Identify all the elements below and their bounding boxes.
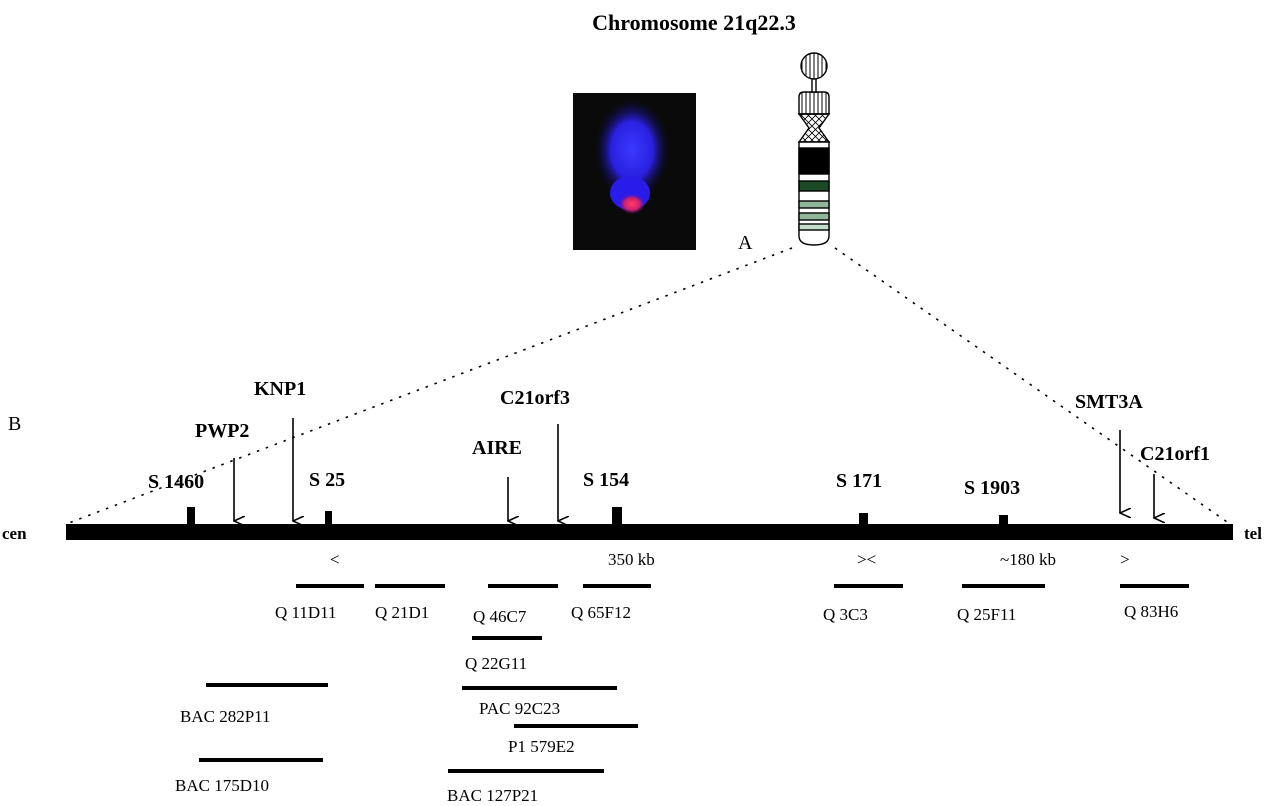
clone-label-bac175d10: BAC 175D10 [175, 776, 269, 795]
clone-label-bac282p11: BAC 282P11 [180, 707, 271, 726]
clone-label-q83h6: Q 83H6 [1124, 602, 1178, 621]
gene-label-c21orf1: C21orf1 [1140, 443, 1210, 465]
chromosome-ideogram [797, 52, 831, 246]
marker-label-s154: S 154 [583, 469, 629, 491]
clone-label-bac127p21: BAC 127P21 [447, 786, 538, 805]
marker-label-s1903: S 1903 [964, 477, 1020, 499]
marker-tick-s171 [859, 513, 868, 524]
marker-label-s1460: S 1460 [148, 471, 204, 493]
clone-label-q11d11: Q 11D11 [275, 603, 337, 622]
panel-label-a: A [738, 232, 753, 254]
end-label-cen: cen [2, 524, 27, 543]
marker-tick-s1903 [999, 515, 1008, 524]
clone-label-q65f12: Q 65F12 [571, 603, 631, 622]
clone-label-q25f11: Q 25F11 [957, 605, 1016, 624]
marker-tick-s154 [612, 507, 622, 524]
zoom-line-right [834, 247, 1231, 525]
panel-label-b: B [8, 413, 21, 435]
clone-label-q22g11: Q 22G11 [465, 654, 527, 673]
scale-mid-bracket: >< [857, 550, 876, 569]
map-bar [66, 524, 1233, 540]
clone-label-p1579e2: P1 579E2 [508, 737, 575, 756]
clone-label-q3c3: Q 3C3 [823, 605, 868, 624]
scale-right-bracket: > [1120, 550, 1130, 569]
marker-tick-s25 [325, 511, 332, 524]
end-label-tel: tel [1244, 524, 1262, 543]
marker-label-s171: S 171 [836, 470, 882, 492]
fish-image [573, 93, 696, 250]
gene-label-smt3a: SMT3A [1075, 391, 1143, 413]
title: Chromosome 21q22.3 [592, 10, 796, 35]
scale-left-bracket: < [330, 550, 340, 569]
scale-180kb: ~180 kb [1000, 550, 1056, 569]
scale-350kb: 350 kb [608, 550, 655, 569]
zoom-line-left [65, 247, 793, 525]
gene-label-aire: AIRE [472, 437, 522, 459]
gene-label-c21orf3: C21orf3 [500, 387, 570, 409]
gene-label-knp1: KNP1 [254, 378, 306, 400]
marker-label-s25: S 25 [309, 469, 345, 491]
marker-tick-s1460 [187, 507, 195, 524]
clone-label-q46c7: Q 46C7 [473, 607, 527, 626]
clone-label-q21d1: Q 21D1 [375, 603, 429, 622]
clone-label-pac92c23: PAC 92C23 [479, 699, 560, 718]
gene-label-pwp2: PWP2 [195, 420, 249, 442]
